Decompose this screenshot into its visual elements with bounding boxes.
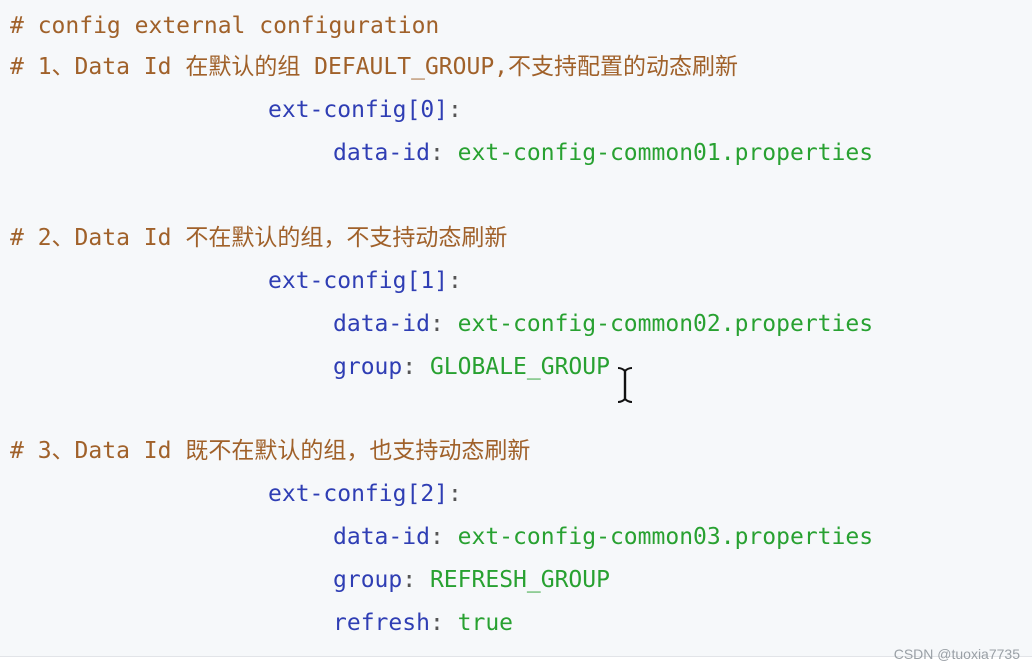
yaml-key: data-id [333, 311, 430, 337]
yaml-value: true [457, 610, 514, 636]
code-line-ext-config-1: ext-config[1]: [268, 261, 462, 301]
yaml-key: group [333, 567, 403, 593]
yaml-value: REFRESH_GROUP [429, 567, 610, 593]
code-line-data-id-1: data-id: ext-config-common01.properties [333, 133, 873, 173]
comment-line-3: # 3、Data Id 既不在默认的组，也支持动态刷新 [10, 438, 531, 464]
yaml-colon: : [448, 268, 462, 294]
comment-line-1: # 1、Data Id 在默认的组 DEFAULT_GROUP,不支持配置的动态… [10, 54, 739, 80]
yaml-colon: : [429, 311, 458, 337]
yaml-colon: : [448, 97, 462, 123]
yaml-key: ext-config[1] [268, 268, 449, 294]
yaml-colon: : [429, 610, 458, 636]
yaml-key: ext-config[0] [268, 97, 449, 123]
yaml-colon: : [448, 481, 462, 507]
yaml-colon: : [402, 354, 430, 380]
code-line-data-id-2: data-id: ext-config-common02.properties [333, 304, 873, 344]
yaml-colon: : [429, 524, 458, 550]
divider [0, 656, 1032, 657]
code-line-ext-config-0: ext-config[0]: [268, 90, 462, 130]
yaml-value: ext-config-common03.properties [457, 524, 874, 550]
comment-line-title: # config external configuration [10, 13, 440, 39]
yaml-value: ext-config-common02.properties [457, 311, 874, 337]
text-cursor-icon [617, 367, 633, 403]
code-line-ext-config-2: ext-config[2]: [268, 474, 462, 514]
yaml-key: data-id [333, 140, 430, 166]
yaml-key: group [333, 354, 403, 380]
code-line-refresh-3: refresh: true [333, 603, 513, 643]
footer-strip [0, 657, 1032, 670]
yaml-key: refresh [333, 610, 430, 636]
comment-line-2: # 2、Data Id 不在默认的组，不支持动态刷新 [10, 225, 508, 251]
watermark: CSDN @tuoxia7735 [893, 646, 1020, 662]
yaml-colon: : [402, 567, 430, 593]
code-line-data-id-3: data-id: ext-config-common03.properties [333, 517, 873, 557]
code-line-group-2: group: GLOBALE_GROUP [333, 347, 610, 387]
yaml-colon: : [429, 140, 458, 166]
yaml-key: ext-config[2] [268, 481, 449, 507]
code-line-group-3: group: REFRESH_GROUP [333, 560, 610, 600]
yaml-value: GLOBALE_GROUP [429, 354, 610, 380]
code-block[interactable]: # config external configuration # 1、Data… [0, 0, 1032, 656]
yaml-value: ext-config-common01.properties [457, 140, 874, 166]
yaml-key: data-id [333, 524, 430, 550]
